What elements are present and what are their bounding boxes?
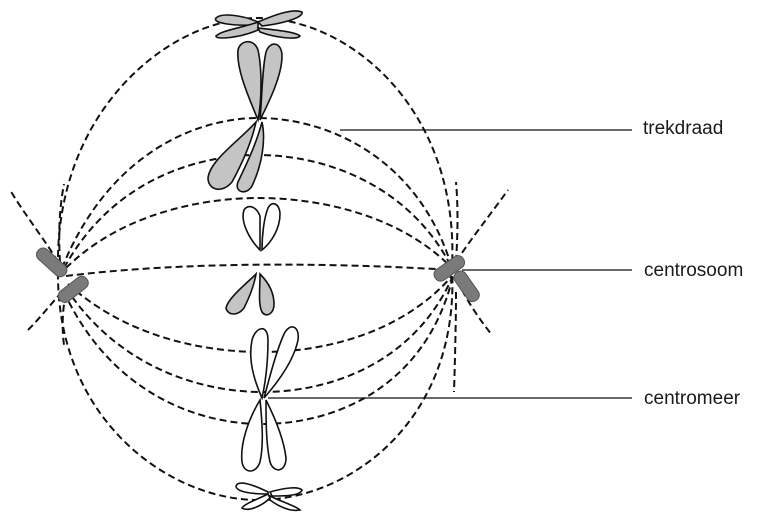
aster-ray [456, 190, 508, 262]
chromosome-bottom-small [236, 483, 302, 510]
chromosome-large-white [242, 327, 299, 471]
chromosome-top-small [215, 11, 302, 38]
aster-ray [456, 182, 458, 262]
spindle-fiber [66, 265, 452, 276]
aster-ray [28, 292, 62, 330]
aster-ray [10, 190, 58, 262]
centrosome-left [34, 245, 91, 304]
aster-ray [454, 292, 456, 392]
label-centrosoom: centrosoom [644, 261, 743, 280]
chromosome-large-shaded [208, 42, 282, 192]
chromosome-small-shaded [226, 274, 274, 315]
label-centromeer: centromeer [644, 389, 740, 408]
chromosome-small-white [243, 204, 280, 250]
aster-ray [59, 184, 64, 262]
label-trekdraad: trekdraad [643, 119, 723, 138]
